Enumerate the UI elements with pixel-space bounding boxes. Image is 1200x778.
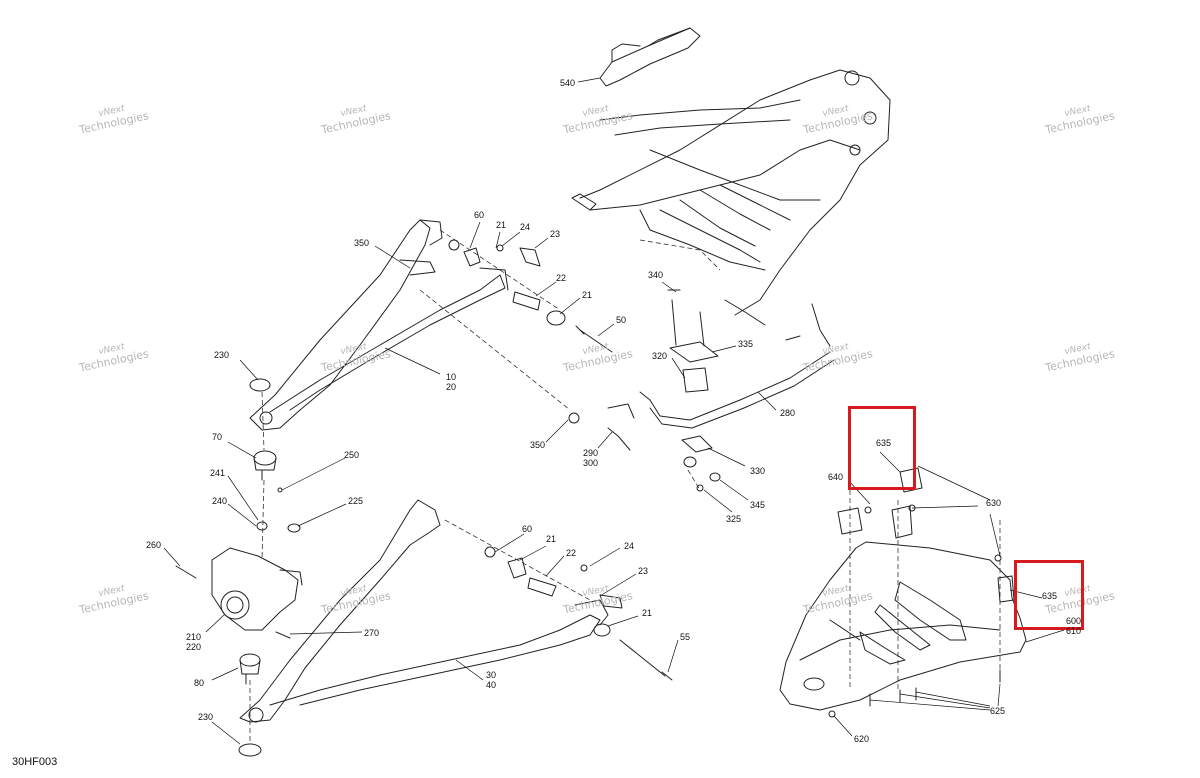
callout-600[interactable]: 600: [1066, 616, 1082, 626]
alignment-lines: [249, 229, 1001, 742]
callout-630[interactable]: 630: [986, 498, 1002, 508]
sway-bar-links-290-300: [607, 303, 831, 451]
callout-345[interactable]: 345: [750, 500, 766, 510]
callout-22[interactable]: 22: [566, 548, 577, 558]
callout-625[interactable]: 625: [990, 706, 1006, 716]
part-540-brace: [599, 27, 701, 87]
callout-21[interactable]: 21: [546, 534, 557, 544]
callout-21[interactable]: 21: [582, 290, 593, 300]
callout-620[interactable]: 620: [854, 734, 870, 744]
circlip-230-lower: [238, 743, 262, 757]
callout-20[interactable]: 20: [446, 382, 457, 392]
callout-610[interactable]: 610: [1066, 626, 1082, 636]
callout-30[interactable]: 30: [486, 670, 497, 680]
callout-10[interactable]: 10: [446, 372, 457, 382]
knuckle-210-220: [211, 547, 303, 631]
callout-540[interactable]: 540: [560, 78, 576, 88]
nut-325: [696, 484, 704, 492]
skid-plate-mounts-630-640: [837, 467, 1015, 603]
callout-300[interactable]: 300: [583, 458, 599, 468]
highlight-box-635-upper: [848, 406, 916, 490]
callout-225[interactable]: 225: [348, 496, 364, 506]
callout-50[interactable]: 50: [616, 315, 627, 325]
ball-joint-70: [253, 450, 277, 481]
callout-350[interactable]: 350: [530, 440, 546, 450]
callout-21[interactable]: 21: [496, 220, 507, 230]
callout-23[interactable]: 23: [550, 229, 561, 239]
callout-24[interactable]: 24: [520, 222, 531, 232]
nut-620: [828, 710, 836, 718]
callout-230[interactable]: 230: [214, 350, 230, 360]
figure-code: 30HF003: [12, 756, 58, 768]
skid-plate-600-610: [779, 541, 1027, 711]
callout-640[interactable]: 640: [828, 472, 844, 482]
spacer-225: [287, 523, 301, 533]
callout-330[interactable]: 330: [750, 466, 766, 476]
callout-290[interactable]: 290: [583, 448, 599, 458]
callout-210[interactable]: 210: [186, 632, 202, 642]
callout-260[interactable]: 260: [146, 540, 162, 550]
callout-635[interactable]: 635: [1042, 591, 1058, 601]
callout-230[interactable]: 230: [198, 712, 214, 722]
callout-24[interactable]: 24: [624, 541, 635, 551]
lower-arm-hardware: [484, 546, 673, 681]
callout-40[interactable]: 40: [486, 680, 497, 690]
bracket-330: [681, 435, 713, 468]
circlip-230-upper: [249, 378, 271, 392]
callout-350[interactable]: 350: [354, 238, 370, 248]
callout-320[interactable]: 320: [652, 351, 668, 361]
lower-a-arm: [239, 499, 609, 723]
callout-635[interactable]: 635: [876, 438, 892, 448]
bolt-270: [275, 631, 291, 639]
callout-60[interactable]: 60: [474, 210, 485, 220]
callout-325[interactable]: 325: [726, 514, 742, 524]
callout-23[interactable]: 23: [638, 566, 649, 576]
upper-arm-hardware: [448, 239, 613, 353]
callout-250[interactable]: 250: [344, 450, 360, 460]
sway-bar-280: [639, 351, 835, 429]
callout-22[interactable]: 22: [556, 273, 567, 283]
callout-220[interactable]: 220: [186, 642, 202, 652]
callout-70[interactable]: 70: [212, 432, 223, 442]
ball-joint-80: [239, 653, 261, 685]
callout-80[interactable]: 80: [194, 678, 205, 688]
callout-60[interactable]: 60: [522, 524, 533, 534]
nut-345: [709, 472, 721, 482]
frame-assembly: [571, 69, 891, 326]
bolts-625: [869, 669, 1001, 707]
callout-340[interactable]: 340: [648, 270, 664, 280]
upper-a-arm: [249, 219, 509, 431]
nut-240: [256, 521, 268, 531]
callout-241[interactable]: 241: [210, 468, 226, 478]
callout-270[interactable]: 270: [364, 628, 380, 638]
callout-55[interactable]: 55: [680, 632, 691, 642]
nut-350: [568, 412, 580, 424]
callout-280[interactable]: 280: [780, 408, 796, 418]
leader-lines: [163, 77, 1065, 745]
highlight-box-635-lower: [1014, 560, 1084, 630]
callout-335[interactable]: 335: [738, 339, 754, 349]
pin-250: [277, 487, 283, 493]
callout-21[interactable]: 21: [642, 608, 653, 618]
bolt-260: [175, 565, 197, 579]
callout-240[interactable]: 240: [212, 496, 228, 506]
bushing-bracket-320-335: [667, 289, 719, 393]
